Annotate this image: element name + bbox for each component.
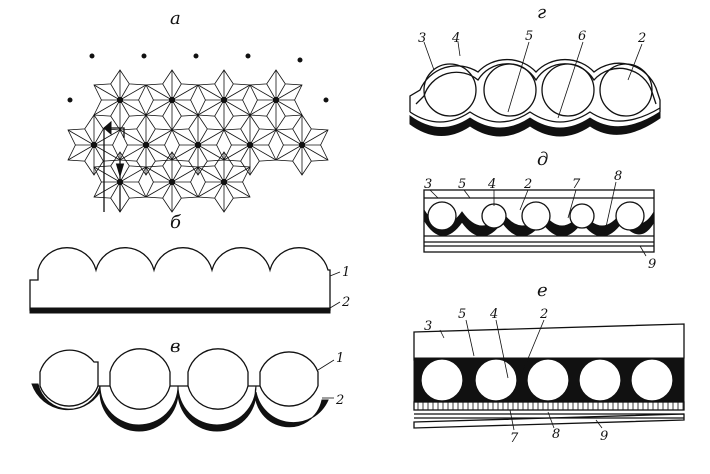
panel-g-letter: г [537,2,546,23]
label-g-4: 4 [451,31,460,46]
vertex-dot [245,53,251,59]
panel-e-letter: е [537,280,548,301]
label-d-3: 3 [424,177,432,192]
label-e-5: 5 [458,307,466,322]
vertex-dot [142,141,150,149]
label-b-2: 2 [341,295,350,310]
vertex-dot [323,97,329,103]
panel-b-letter: б [170,212,182,233]
bead [420,358,464,402]
hatched-layer-e [413,401,685,411]
hatch-marks-e [417,402,684,410]
bead [599,63,653,117]
bead [578,358,622,402]
triangulated-pattern [67,53,329,213]
beads-g [423,63,653,117]
label-e-8: 8 [552,427,560,442]
label-g-6: 6 [578,29,586,44]
label-v-1: 1 [336,351,344,366]
panel-v-letter: в [170,336,180,357]
bead [521,201,551,231]
backing-layer-g [409,111,661,137]
lens-sheet-b [29,247,331,311]
panel-d: д 3 5 4 2 7 8 9 [423,149,656,272]
label-e-3: 3 [424,319,432,334]
label-d-5: 5 [458,177,466,192]
vertex-dot [168,96,176,104]
beads-d [427,201,645,231]
label-d-7: 7 [572,177,581,192]
vertex-dot [141,53,147,59]
label-g-5: 5 [525,29,533,44]
bead [615,201,645,231]
backing-layer-b [29,307,331,314]
vertex-dot [220,96,228,104]
top-film-e [413,323,685,361]
bead [481,203,507,229]
bead [630,358,674,402]
vertex-dot [272,96,280,104]
bottom-film-e [413,413,685,429]
bead [526,358,570,402]
panel-a: а [67,8,329,213]
vertex-dot [194,141,202,149]
vertex-dot [89,53,95,59]
panel-b: б 1 2 [29,212,350,314]
label-v-2: 2 [335,393,344,408]
label-d-2: 2 [523,177,532,192]
bead [423,63,477,117]
bead [427,201,457,231]
vertex-dot [220,178,228,186]
bead [569,203,595,229]
beads-e [420,358,674,402]
bead [541,63,595,117]
bead [474,358,518,402]
label-g-3: 3 [418,31,426,46]
vertex-dot [298,141,306,149]
label-e-4: 4 [489,307,498,322]
panel-v: в 1 2 [31,336,344,432]
label-e-9: 9 [600,429,608,444]
label-b-1: 1 [342,265,350,280]
label-e-7: 7 [510,431,519,446]
panel-d-letter: д [537,149,548,170]
vertex-dot [168,178,176,186]
backing-layer-v [31,383,329,432]
panel-a-letter: а [170,8,181,29]
label-e-2: 2 [539,307,548,322]
vertex-dot [297,57,303,63]
label-d-9: 9 [648,257,656,272]
label-g-2: 2 [637,31,646,46]
vertex-dot [67,97,73,103]
vertex-dot [116,96,124,104]
light-arrows [103,120,125,212]
panel-g: г 3 4 5 6 2 [409,2,661,137]
vertex-dot [193,53,199,59]
vertex-dot [246,141,254,149]
panel-e: е 3 5 4 2 7 8 9 [413,280,685,446]
label-d-8: 8 [614,169,622,184]
vertex-dot [90,141,98,149]
bead [483,63,537,117]
label-d-4: 4 [487,177,496,192]
